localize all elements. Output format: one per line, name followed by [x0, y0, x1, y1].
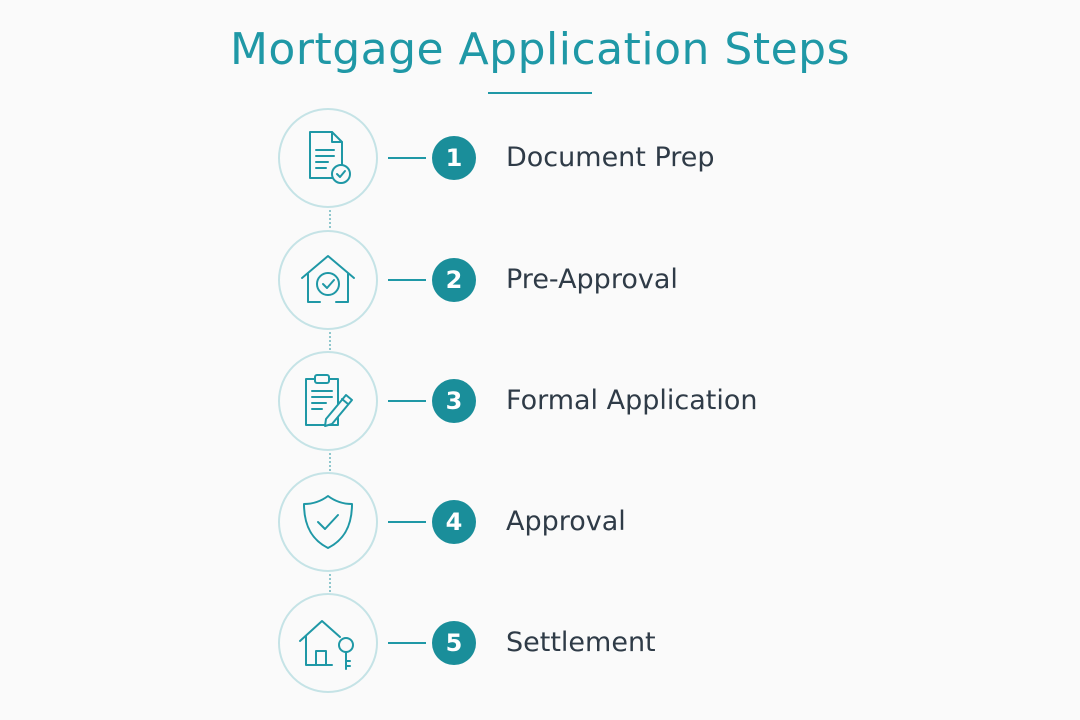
step-5-connector [388, 642, 426, 644]
step-1-number-badge: 1 [432, 136, 476, 180]
house-check-icon [301, 255, 355, 303]
page-title: Mortgage Application Steps [229, 24, 851, 75]
step-2-3-dotted-link [329, 332, 331, 350]
house-key-icon [299, 620, 354, 670]
step-2-icon-circle [278, 230, 378, 330]
step-2-number-badge: 2 [432, 258, 476, 302]
step-1-connector [388, 157, 426, 159]
step-1-2-dotted-link [329, 210, 331, 228]
step-5-label: Settlement [506, 627, 656, 658]
document-check-icon [309, 131, 351, 184]
step-5: 5 Settlement [0, 593, 1080, 697]
step-3-icon-circle [278, 351, 378, 451]
step-1-icon-circle [278, 108, 378, 208]
step-2-connector [388, 279, 426, 281]
clipboard-pen-icon [305, 374, 353, 427]
step-1-label: Document Prep [506, 142, 715, 173]
step-3-label: Formal Application [506, 385, 758, 416]
step-5-number-badge: 5 [432, 621, 476, 665]
step-4-number-badge: 4 [432, 500, 476, 544]
step-2-label: Pre-Approval [506, 264, 678, 295]
step-4-label: Approval [506, 506, 626, 537]
step-3: 3 Formal Application [0, 351, 1080, 455]
step-4: 4 Approval [0, 472, 1080, 576]
title-underline [488, 92, 592, 94]
step-4-connector [388, 521, 426, 523]
step-2: 2 Pre-Approval [0, 230, 1080, 334]
step-3-number-badge: 3 [432, 379, 476, 423]
step-1: 1 Document Prep [0, 108, 1080, 212]
step-3-connector [388, 400, 426, 402]
shield-check-icon [303, 495, 353, 549]
step-3-4-dotted-link [329, 453, 331, 471]
step-4-icon-circle [278, 472, 378, 572]
step-4-5-dotted-link [329, 574, 331, 592]
step-5-icon-circle [278, 593, 378, 693]
